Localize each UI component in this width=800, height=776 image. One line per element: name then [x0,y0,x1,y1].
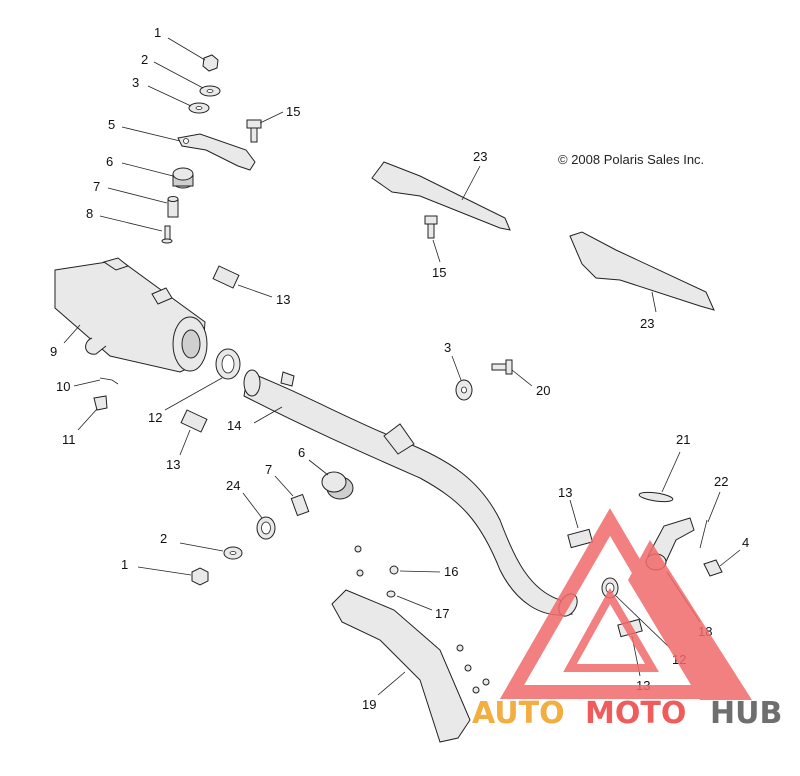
part-7-sleeve-mid: 7 [265,462,310,517]
part-24-gasket: 24 [226,478,276,540]
watermark-text-moto: MOTO [585,696,686,731]
callout-14: 14 [227,418,241,433]
watermark-triangle-inner [563,587,659,672]
callout-1-top: 1 [154,25,161,40]
part-15-bolt-mid: 15 [424,215,446,280]
part-4-clip: 4 [703,535,749,577]
callout-1-bottom: 1 [121,557,128,572]
callout-3-mid: 3 [444,340,451,355]
callout-7-mid: 7 [265,462,272,477]
callout-9: 9 [50,344,57,359]
callout-6-top: 6 [106,154,113,169]
callout-23-top: 23 [473,149,487,164]
callout-13-top: 13 [276,292,290,307]
part-9-muffler: 9 [50,257,208,373]
part-12-gasket-left: 12 [148,348,241,425]
callout-2-bottom: 2 [160,531,167,546]
part-22-spring-pin: 22 [699,474,728,549]
part-17-washer: 17 [386,590,449,621]
part-7-sleeve-top: 7 [93,179,179,218]
part-3-washer-mid: 3 [444,340,473,401]
part-2-washer-bottom: 2 [160,531,243,560]
callout-7-top: 7 [93,179,100,194]
part-13-spring-top: 13 [212,265,290,307]
watermark-text-auto: AUTO [472,696,565,731]
part-15-bolt-top: 15 [246,104,300,143]
callout-16: 16 [444,564,458,579]
part-10-spring-pin: 10 [56,377,119,394]
part-1-nut-bottom: 1 [121,557,209,586]
callout-17: 17 [435,606,449,621]
callout-24: 24 [226,478,240,493]
callout-12-left: 12 [148,410,162,425]
callout-23-right: 23 [640,316,654,331]
watermark-text-hub: HUB [710,696,782,731]
part-20-bolt: 20 [491,359,550,398]
part-13-spring-left: 13 [166,409,208,472]
callout-10: 10 [56,379,70,394]
callout-19: 19 [362,697,376,712]
part-6-grommet-mid: 6 [298,445,354,500]
part-6-grommet-top: 6 [106,154,194,189]
part-3-washer-top: 3 [132,75,210,114]
part-21-gasket: 21 [638,432,690,503]
part-1-nut-top: 1 [154,25,219,72]
callout-6-mid: 6 [298,445,305,460]
part-23-heat-shield-right: 23 [569,231,715,331]
callout-13-left: 13 [166,457,180,472]
part-14-head-pipe: 14 [227,369,578,617]
part-8-bolt: 8 [86,206,173,244]
part-2-washer-top: 2 [141,52,221,97]
part-5-bracket: 5 [108,117,256,171]
part-23-heat-shield-top: 23 [371,149,511,231]
part-13-spring-right-top: 13 [558,485,594,549]
part-11-clip: 11 [62,395,108,447]
callout-3-top: 3 [132,75,139,90]
part-16-nut: 16 [354,545,458,579]
automotohub-watermark: AUTO MOTO HUB [472,508,782,731]
callout-20: 20 [536,383,550,398]
callout-8: 8 [86,206,93,221]
callout-5: 5 [108,117,115,132]
callout-15-mid: 15 [432,265,446,280]
callout-2-top: 2 [141,52,148,67]
callout-4: 4 [742,535,749,550]
callout-15-top: 15 [286,104,300,119]
copyright-text: © 2008 Polaris Sales Inc. [558,152,704,167]
callout-22: 22 [714,474,728,489]
callout-21: 21 [676,432,690,447]
callout-11: 11 [62,432,76,447]
callout-13-right-top: 13 [558,485,572,500]
watermark-triangle-right [628,540,752,700]
part-19-heat-shield-lower: 19 [331,589,490,743]
